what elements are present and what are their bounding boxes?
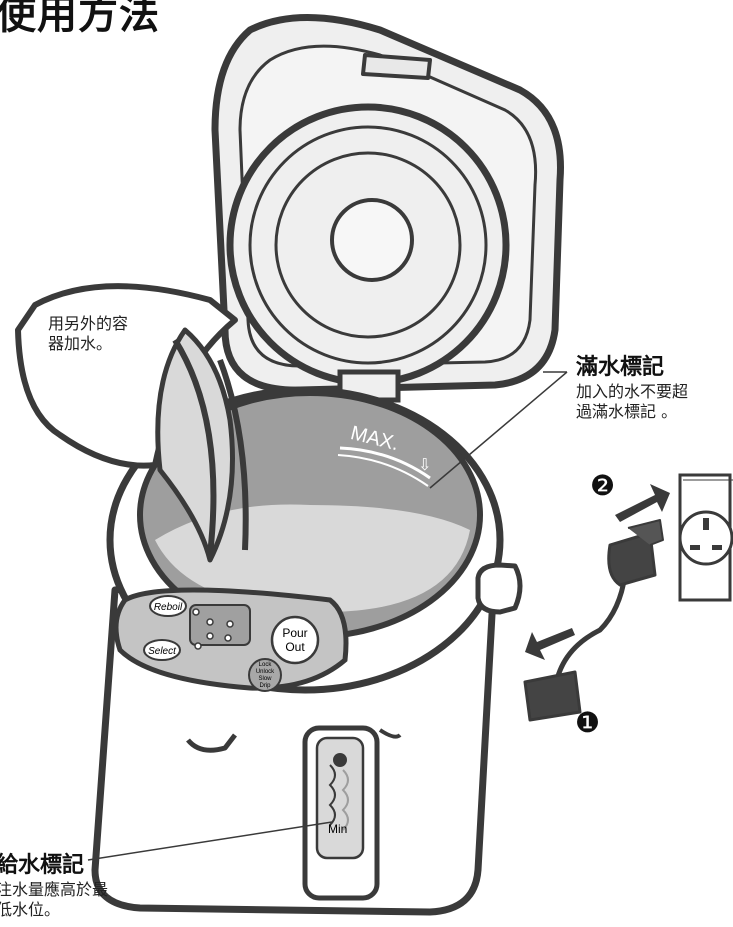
plug-head	[607, 531, 657, 587]
min-mark-line2: 低水位。	[0, 899, 61, 919]
lid-hinge-tab	[361, 53, 432, 80]
container-caption: 用另外的容 器加水。	[48, 314, 128, 354]
container-caption-line2: 器加水。	[48, 334, 113, 353]
leader-line-min	[87, 821, 333, 861]
pour-out-button[interactable]: Pour Out	[270, 615, 320, 665]
indicator-light	[192, 608, 200, 616]
indicator-light	[226, 620, 234, 628]
leader-line-max	[429, 371, 568, 489]
wall-socket	[678, 473, 733, 602]
indicator-light	[206, 632, 214, 640]
display-window	[189, 604, 251, 646]
indicator-light	[224, 634, 232, 642]
max-mark-title: 滿水標記	[576, 355, 665, 380]
select-button[interactable]: Select	[143, 639, 181, 661]
svg-text:Pour: Pour	[282, 626, 307, 640]
reboil-button[interactable]: Reboil	[149, 595, 187, 617]
page-title: 使用方法	[0, 0, 160, 38]
power-cord	[523, 519, 664, 722]
svg-text:Lock: Lock	[259, 662, 273, 668]
indicator-light	[206, 618, 214, 626]
float-ball	[333, 753, 347, 767]
max-mark-line2: 過滿水標記 。	[576, 401, 678, 421]
svg-text:Unlock: Unlock	[256, 669, 275, 675]
min-label: Min	[328, 822, 347, 836]
container-caption-line1: 用另外的容	[48, 314, 129, 333]
appliance-connector	[523, 670, 582, 722]
lid-recess	[226, 103, 510, 387]
svg-text:Slow: Slow	[258, 676, 272, 682]
min-mark-callout: 給水標記 注水量應高於最 低水位。	[0, 852, 108, 920]
step-1-badge: ❶	[575, 706, 600, 739]
svg-text:Drip: Drip	[259, 683, 271, 689]
control-panel: Reboil Select Pour Out Lock Unlock Slow …	[113, 587, 349, 692]
arrow-toward-socket-icon	[615, 484, 670, 522]
step-2-badge: ❷	[590, 469, 615, 502]
arrow-unplug-icon	[525, 628, 575, 660]
min-mark-line1: 注水量應高於最	[0, 879, 109, 899]
indicator-light	[194, 642, 202, 650]
max-mark-line1: 加入的水不要超	[576, 381, 689, 401]
min-mark-title: 給水標記	[0, 853, 85, 878]
svg-text:Out: Out	[285, 640, 305, 654]
water-level-gauge: Min	[302, 725, 380, 901]
max-mark-callout: 滿水標記 加入的水不要超 過滿水標記 。	[576, 354, 688, 422]
down-arrow-icon: ⇩	[418, 455, 431, 474]
svg-text:Reboil: Reboil	[154, 602, 183, 613]
svg-text:Select: Select	[148, 646, 177, 657]
lock-unlock-button[interactable]: Lock Unlock Slow Drip	[248, 658, 282, 692]
water-container	[15, 283, 249, 563]
